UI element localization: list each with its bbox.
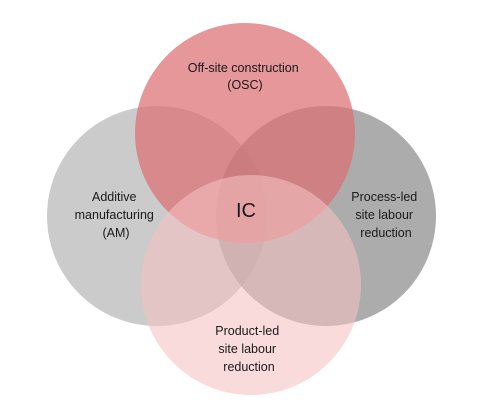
- process-led-label: Process-led site labour reduction: [351, 190, 420, 240]
- product-led-circle: [141, 175, 361, 395]
- center-ic-label: IC: [236, 200, 256, 222]
- product-led-label: Product-led site labour reduction: [215, 324, 282, 374]
- additive-manufacturing-label: Additive manufacturing (AM): [75, 190, 158, 240]
- off-site-construction-label: Off-site construction (OSC): [188, 61, 302, 92]
